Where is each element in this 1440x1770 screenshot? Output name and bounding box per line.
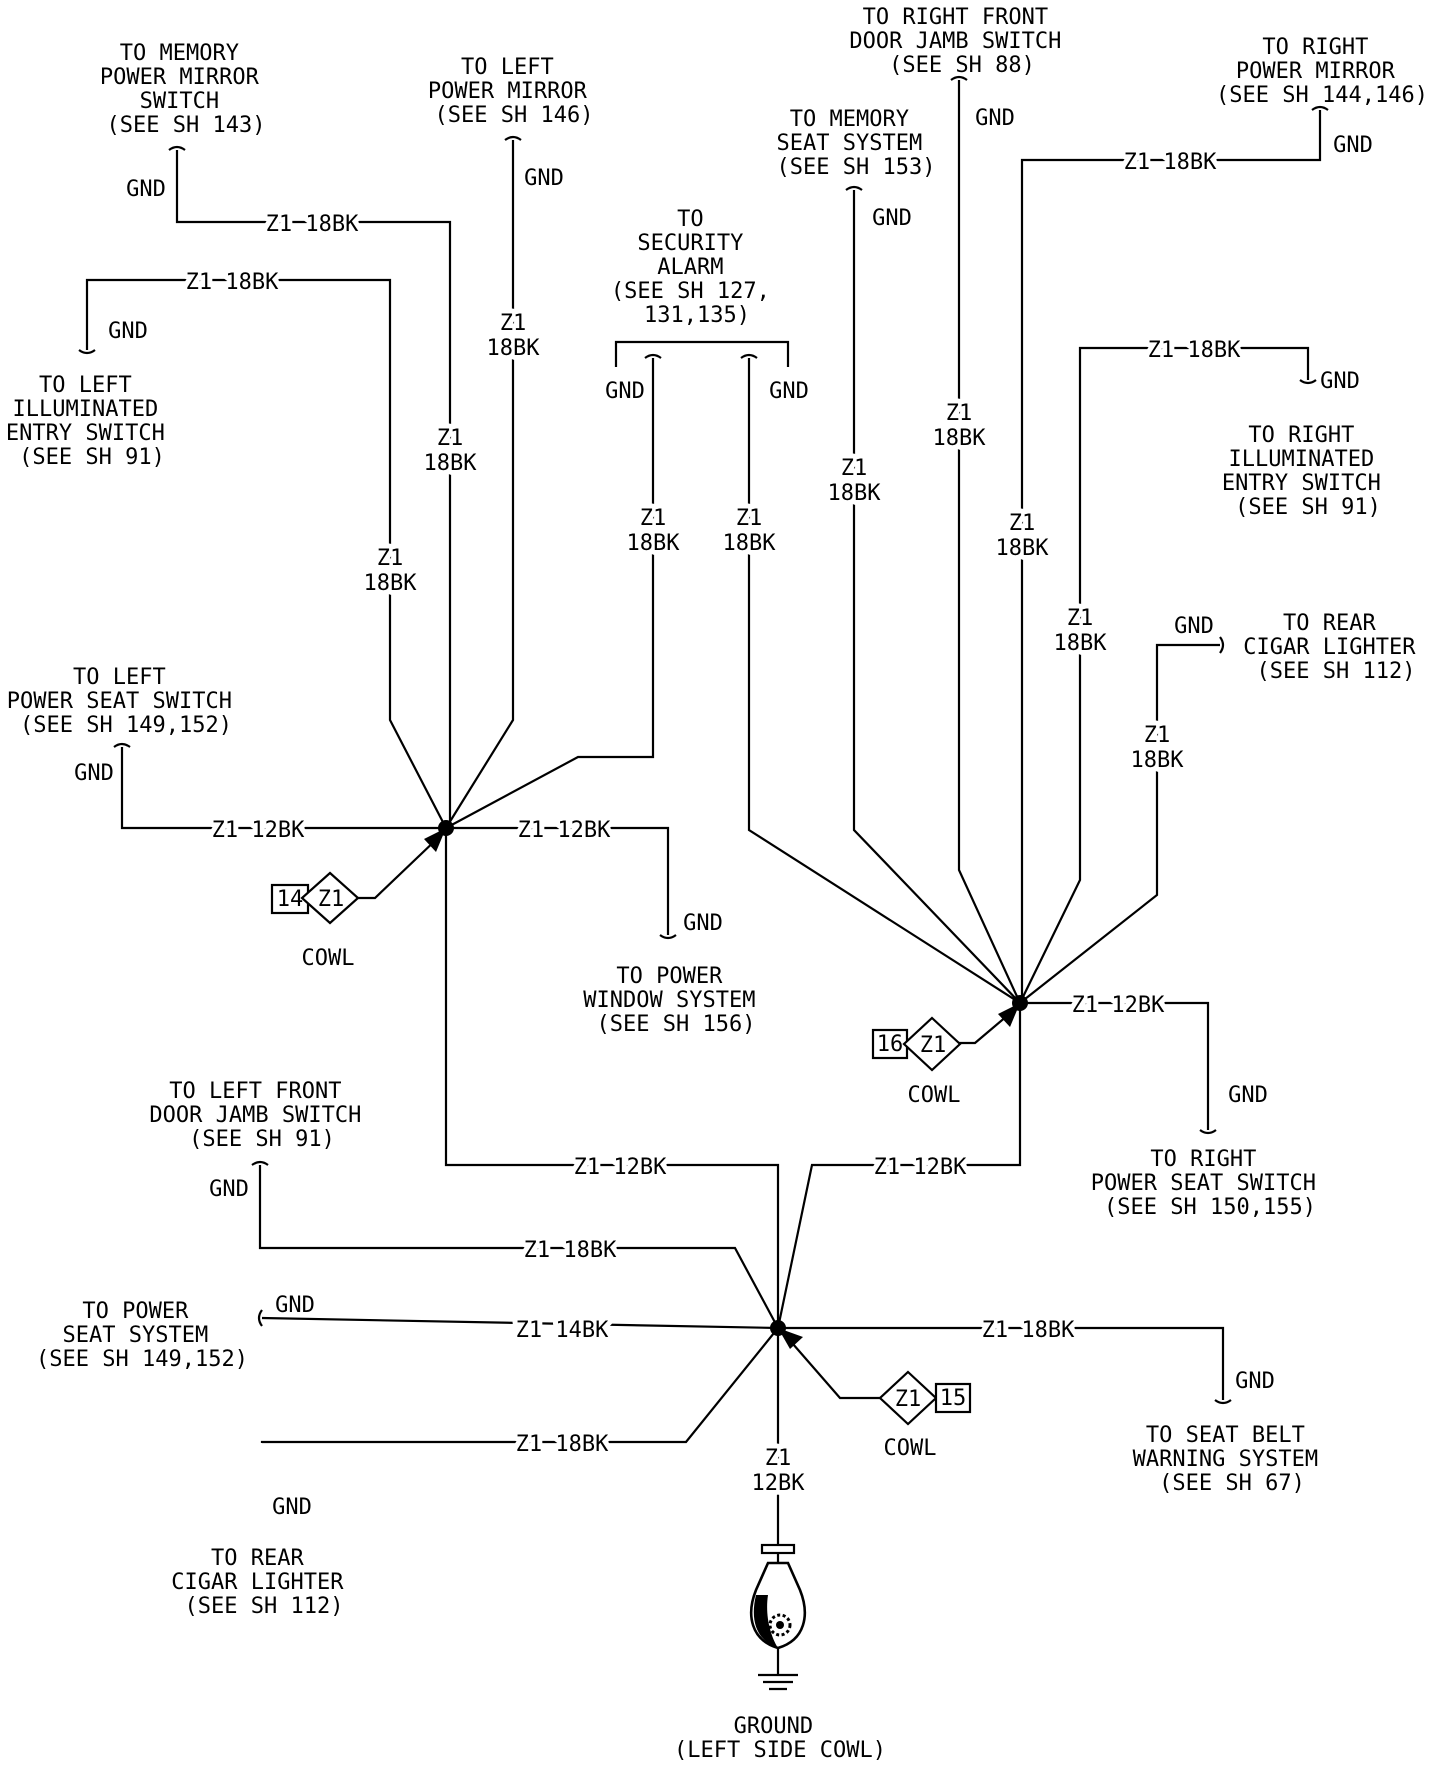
gnd-label: GND [1235, 1369, 1275, 1394]
dest-right-power-mirror: TO RIGHT POWER MIRROR (SEE SH 144,146) [1216, 35, 1428, 108]
wire-label: Z1 12BK [874, 1155, 967, 1180]
wire-label: Z1 12BK [1072, 993, 1165, 1018]
wire-label: Z1 12BK [518, 818, 611, 843]
gnd-label: GND [605, 379, 645, 404]
gnd-label: GND [209, 1177, 249, 1202]
wire-label-gauge: 18BK [828, 481, 882, 506]
wire-label-circuit: Z1 [437, 426, 464, 451]
dest-left-front-door-jamb-switch: TO LEFT FRONT DOOR JAMB SWITCH (SEE SH 9… [149, 1079, 374, 1152]
gnd-label: GND [108, 319, 148, 344]
connector-cowl-16: 16 Z1 COWL [871, 1016, 962, 1108]
splice-right [1012, 995, 1028, 1011]
wire-label-gauge: 18BK [1054, 631, 1108, 656]
splice-bottom [770, 1320, 786, 1336]
cowl-label: COWL [908, 1083, 961, 1108]
gnd-label: GND [1174, 614, 1214, 639]
wire-label: Z1 18BK [516, 1432, 609, 1457]
connector-cavity-16: 16 [877, 1032, 904, 1057]
cowl-label: COWL [302, 946, 355, 971]
wire-label: Z1 18BK [266, 212, 359, 237]
gnd-label: GND [126, 177, 166, 202]
gnd-label: GND [975, 106, 1015, 131]
wire-label-gauge: 12BK [752, 1471, 806, 1496]
gnd-label: GND [1228, 1083, 1268, 1108]
dest-right-illuminated-entry-switch: TO RIGHT ILLUMINATED ENTRY SWITCH (SEE S… [1222, 423, 1394, 520]
wire-label: Z1 18BK [186, 270, 279, 295]
wire-label-gauge: 18BK [627, 531, 681, 556]
wire-label: Z1 14BK [516, 1318, 609, 1343]
dest-memory-seat-system: TO MEMORY SEAT SYSTEM (SEE SH 153) [777, 107, 936, 180]
connector-cavity-15: 15 [940, 1386, 967, 1411]
connector-pin-z1: Z1 [895, 1387, 922, 1412]
wiring [85, 80, 1322, 1545]
dest-power-seat-system: TO POWER SEAT SYSTEM (SEE SH 149,152) [36, 1299, 248, 1372]
dest-security-alarm: TO SECURITY ALARM (SEE SH 127, 131,135) [611, 207, 783, 328]
splice-left [438, 820, 454, 836]
gnd-label: GND [272, 1495, 312, 1520]
wire-label-circuit: Z1 [1144, 723, 1171, 748]
destination-labels: TO MEMORY POWER MIRROR SWITCH (SEE SH 14… [6, 5, 1428, 1763]
wire-label-gauge: 18BK [364, 571, 418, 596]
wire-label-gauge: 18BK [424, 451, 478, 476]
wire-label-circuit: Z1 [500, 311, 527, 336]
wire-label: Z1 12BK [574, 1155, 667, 1180]
gnd-label: GND [683, 911, 723, 936]
dest-left-power-seat-switch: TO LEFT POWER SEAT SWITCH (SEE SH 149,15… [7, 665, 245, 738]
gnd-label: GND [524, 166, 564, 191]
dest-power-window-system: TO POWER WINDOW SYSTEM (SEE SH 156) [583, 964, 768, 1037]
wire-label-circuit: Z1 [377, 546, 404, 571]
wire-label: Z1 18BK [1148, 338, 1241, 363]
connector-cowl-15: Z1 15 COWL [878, 1370, 972, 1461]
dest-right-power-seat-switch: TO RIGHT POWER SEAT SWITCH (SEE SH 150,1… [1091, 1147, 1329, 1220]
wire-label: Z1 18BK [1124, 150, 1217, 175]
wire-label-circuit: Z1 [1067, 606, 1094, 631]
wire-labels: Z1 18BK Z1 18BK Z1 12BK Z1 12BK Z1 18BK … [74, 106, 1373, 1520]
dest-seat-belt-warning-system: TO SEAT BELT WARNING SYSTEM (SEE SH 67) [1133, 1423, 1332, 1496]
wire-label-gauge: 18BK [1131, 748, 1185, 773]
wire-label: Z1 18BK [982, 1318, 1075, 1343]
connector-cavity-14: 14 [277, 887, 304, 912]
gnd-label: GND [74, 761, 114, 786]
wire-label-circuit: Z1 [841, 456, 868, 481]
ground-terminals [78, 75, 1329, 1405]
connector-cowl-14: 14 Z1 COWL [270, 871, 360, 971]
connector-pin-z1: Z1 [920, 1033, 947, 1058]
dest-left-illuminated-entry-switch: TO LEFT ILLUMINATED ENTRY SWITCH (SEE SH… [6, 373, 178, 470]
wire-label-gauge: 18BK [933, 426, 987, 451]
wire-label-gauge: 18BK [487, 336, 541, 361]
wire-label: Z1 12BK [212, 818, 305, 843]
wire-label-circuit: Z1 [640, 506, 667, 531]
wire-label-circuit: Z1 [736, 506, 763, 531]
ground-location-label: GROUND (LEFT SIDE COWL) [674, 1714, 886, 1763]
cowl-label: COWL [884, 1436, 937, 1461]
ground-symbol-icon [749, 1543, 807, 1691]
gnd-label: GND [1320, 369, 1360, 394]
wire-label-gauge: 18BK [996, 536, 1050, 561]
wire-label-gauge: 18BK [723, 531, 777, 556]
dest-rear-cigar-lighter-bottom: TO REAR CIGAR LIGHTER (SEE SH 112) [171, 1546, 356, 1619]
dest-right-front-door-jamb-switch: TO RIGHT FRONT DOOR JAMB SWITCH (SEE SH … [849, 5, 1074, 78]
wire-label-circuit: Z1 [1009, 511, 1036, 536]
wire-label: Z1 18BK [524, 1238, 617, 1263]
gnd-label: GND [275, 1293, 315, 1318]
dest-memory-power-mirror-switch: TO MEMORY POWER MIRROR SWITCH (SEE SH 14… [100, 41, 272, 138]
wire-label-circuit: Z1 [765, 1446, 792, 1471]
connector-pin-z1: Z1 [318, 887, 345, 912]
dest-rear-cigar-lighter-top: TO REAR CIGAR LIGHTER (SEE SH 112) [1243, 611, 1428, 684]
gnd-label: GND [872, 206, 912, 231]
gnd-label: GND [769, 379, 809, 404]
dest-left-power-mirror: TO LEFT POWER MIRROR (SEE SH 146) [428, 55, 600, 128]
gnd-label: GND [1333, 133, 1373, 158]
wire-label-circuit: Z1 [946, 401, 973, 426]
